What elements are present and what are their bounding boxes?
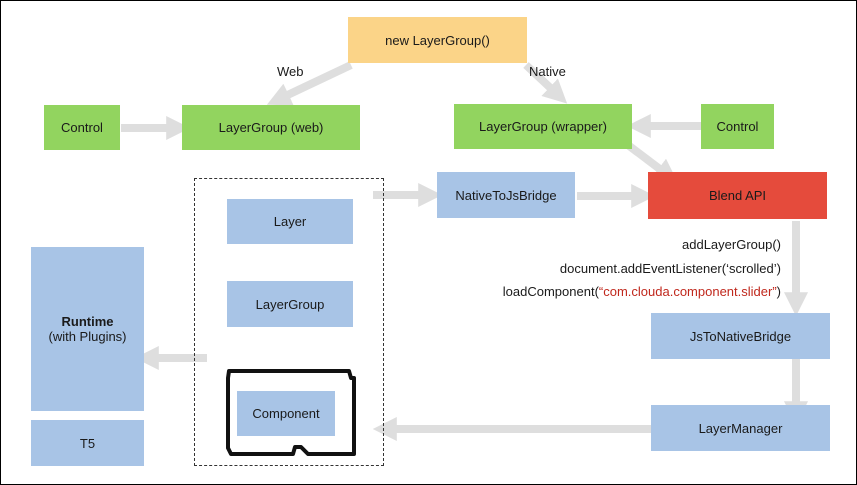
runtime-title: Runtime — [61, 314, 114, 329]
arrow-wrapper-to-blend — [625, 141, 678, 183]
new-layergroup-node: new LayerGroup() — [348, 17, 527, 63]
api-call-load-component: loadComponent(“com.clouda.component.slid… — [503, 284, 781, 299]
layergroup-node: LayerGroup — [227, 281, 353, 327]
layer-container — [194, 178, 384, 466]
control-left-node: Control — [44, 105, 120, 150]
arrow-new-to-web — [266, 61, 353, 106]
native-to-js-bridge-node: NativeToJsBridge — [437, 172, 575, 218]
t5-node: T5 — [31, 420, 144, 466]
runtime-subtitle: (with Plugins) — [48, 329, 127, 344]
api-call-load-component-prefix: loadComponent( — [502, 284, 599, 299]
arrow-new-to-wrapper — [523, 62, 568, 104]
runtime-node: Runtime (with Plugins) — [31, 247, 144, 411]
layer-manager-node: LayerManager — [651, 405, 830, 451]
api-call-add-event-listener: document.addEventListener(‘scrolled’) — [559, 261, 781, 276]
layergroup-web-node: LayerGroup (web) — [182, 105, 360, 150]
component-node: Component — [237, 391, 335, 436]
blend-api-node: Blend API — [648, 172, 827, 219]
api-call-load-component-arg: “com.clouda.component.slider” — [598, 284, 777, 299]
layer-node: Layer — [227, 199, 353, 244]
web-label: Web — [277, 64, 304, 79]
api-call-load-component-suffix: ) — [776, 284, 781, 299]
control-right-node: Control — [701, 104, 774, 149]
api-call-add-layergroup: addLayerGroup() — [682, 237, 781, 252]
native-label: Native — [529, 64, 566, 79]
js-to-native-bridge-node: JsToNativeBridge — [651, 313, 830, 359]
layergroup-wrapper-node: LayerGroup (wrapper) — [454, 104, 632, 149]
